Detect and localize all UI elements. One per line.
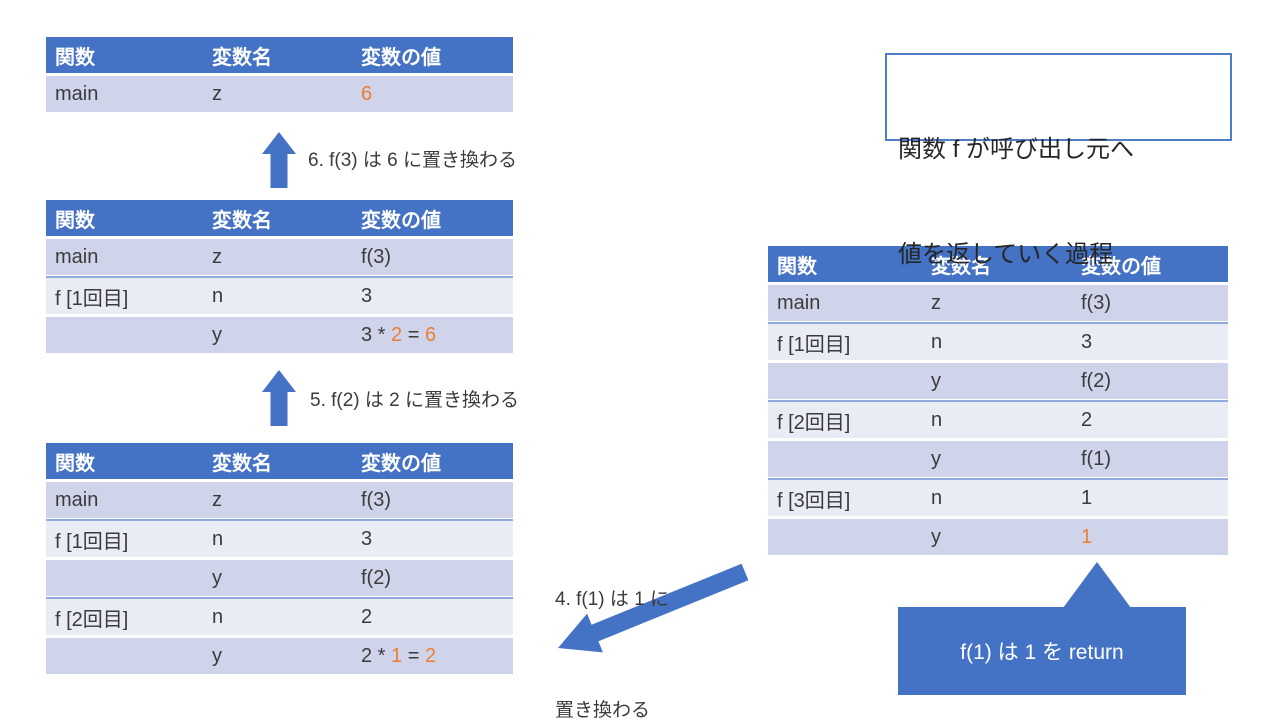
column-header: 変数の値: [361, 452, 441, 475]
column-header: 関数: [55, 209, 95, 232]
table-cell: 6: [361, 82, 373, 105]
table-cell: f [2回目]: [55, 608, 129, 631]
table-cell: z: [212, 245, 222, 268]
label-step6: 6. f(3) は 6 に置き換わる: [308, 150, 518, 171]
table-cell: [768, 519, 922, 555]
table-row: main z f(3): [46, 482, 513, 518]
table-cell: z: [212, 82, 222, 105]
table-header-row: 関数 変数名 変数の値: [46, 200, 513, 236]
table-cell: f [1回目]: [55, 287, 129, 310]
table-cell: main: [777, 291, 821, 314]
label-step4: 4. f(1) は 1 に 置き換わる: [555, 507, 669, 720]
table-cell: y: [212, 566, 222, 589]
table-cell: [46, 638, 203, 674]
column-header: 変数名: [212, 452, 272, 475]
table-cell: 2 * 1 = 2: [361, 644, 437, 667]
title-line1: 関数 f が呼び出し元へ: [898, 136, 1135, 163]
table-step6-result: 関数 変数名 変数の値 main z 6: [46, 37, 513, 112]
table-cell: 2: [361, 605, 373, 628]
table-row: y f(2): [46, 560, 513, 596]
table-cell: f [1回目]: [55, 530, 129, 553]
table-cell: 3: [1081, 330, 1093, 353]
table-row: y 2 * 1 = 2: [46, 638, 513, 674]
table-cell: n: [931, 486, 943, 509]
table-row: y f(2): [768, 363, 1228, 399]
table-row: main z f(3): [46, 239, 513, 275]
title-line2: 値を返していく過程: [898, 241, 1114, 268]
table-cell: f [3回目]: [777, 489, 851, 512]
table-row: main z 6: [46, 76, 513, 112]
label-step4-line2: 置き換わる: [555, 700, 651, 720]
table-header-row: 関数 変数名 変数の値: [46, 443, 513, 479]
table-cell: [768, 441, 922, 477]
table-cell: [46, 317, 203, 353]
table-row: f [2回目] n 2: [46, 597, 513, 635]
table-cell: y: [212, 323, 222, 346]
table-header-row: 関数 変数名 変数の値: [768, 246, 1228, 282]
label-step5: 5. f(2) は 2 に置き換わる: [310, 390, 520, 411]
column-header: 変数の値: [1081, 255, 1161, 278]
table-row: f [1回目] n 3: [46, 519, 513, 557]
table-cell: 2: [1081, 408, 1093, 431]
table-row: y 3 * 2 = 6: [46, 317, 513, 353]
column-header: 変数の値: [361, 46, 441, 69]
table-cell: main: [55, 488, 99, 511]
table-cell: f(3): [361, 245, 391, 268]
arrow-up-step6-icon: [262, 132, 296, 188]
arrow-up-step5-icon: [262, 370, 296, 426]
table-cell: f [2回目]: [777, 411, 851, 434]
table-step5-state: 関数 変数名 変数の値 main z f(3) f [1回目] n 3 y 3 * 2 = 6: [46, 200, 513, 353]
table-row: f [1回目] n 3: [768, 322, 1228, 360]
table-cell: f(2): [361, 566, 391, 589]
table-cell: n: [931, 330, 943, 353]
table-cell: f(3): [1081, 291, 1111, 314]
callout-return: f(1) は 1 を return: [898, 607, 1186, 695]
table-cell: y: [931, 369, 941, 392]
column-header: 変数名: [212, 46, 272, 69]
table-cell: n: [212, 605, 224, 628]
table-row: main z f(3): [768, 285, 1228, 321]
table-cell: 3 * 2 = 6: [361, 323, 437, 346]
table-cell: main: [55, 82, 99, 105]
label-step4-line1: 4. f(1) は 1 に: [555, 589, 670, 610]
table-cell: f [1回目]: [777, 333, 851, 356]
table-step4-state: 関数 変数名 変数の値 main z f(3) f [1回目] n 3 y f(2) f [2回目] n…: [46, 443, 513, 674]
table-cell: 1: [1081, 486, 1093, 509]
table-cell: [768, 363, 922, 399]
column-header: 関数: [777, 255, 817, 278]
table-cell: z: [931, 291, 941, 314]
table-call-stack: 関数 変数名 変数の値 main z f(3) f [1回目] n 3 y f(2) f [2回目] n…: [768, 246, 1228, 555]
table-cell: z: [212, 488, 222, 511]
callout-pointer-icon: [1063, 562, 1131, 608]
column-header: 関数: [55, 452, 95, 475]
table-cell: y: [931, 447, 941, 470]
table-cell: 1: [1081, 525, 1093, 548]
table-cell: n: [212, 284, 224, 307]
title-box: 関数 f が呼び出し元へ 値を返していく過程: [885, 53, 1232, 268]
table-cell: f(2): [1081, 369, 1111, 392]
table-cell: n: [931, 408, 943, 431]
table-cell: 3: [361, 527, 373, 550]
table-cell: main: [55, 245, 99, 268]
table-cell: y: [212, 644, 222, 667]
table-cell: y: [931, 525, 941, 548]
table-row: y f(1): [768, 441, 1228, 477]
table-cell: f(1): [1081, 447, 1111, 470]
table-header-row: 関数 変数名 変数の値: [46, 37, 513, 73]
table-cell: 3: [361, 284, 373, 307]
table-row: f [1回目] n 3: [46, 276, 513, 314]
column-header: 関数: [55, 46, 95, 69]
table-row: f [2回目] n 2: [768, 400, 1228, 438]
table-cell: [46, 560, 203, 596]
table-cell: n: [212, 527, 224, 550]
column-header: 変数名: [931, 255, 991, 278]
column-header: 変数名: [212, 209, 272, 232]
table-cell: f(3): [361, 488, 391, 511]
column-header: 変数の値: [361, 209, 441, 232]
table-row: f [3回目] n 1: [768, 478, 1228, 516]
